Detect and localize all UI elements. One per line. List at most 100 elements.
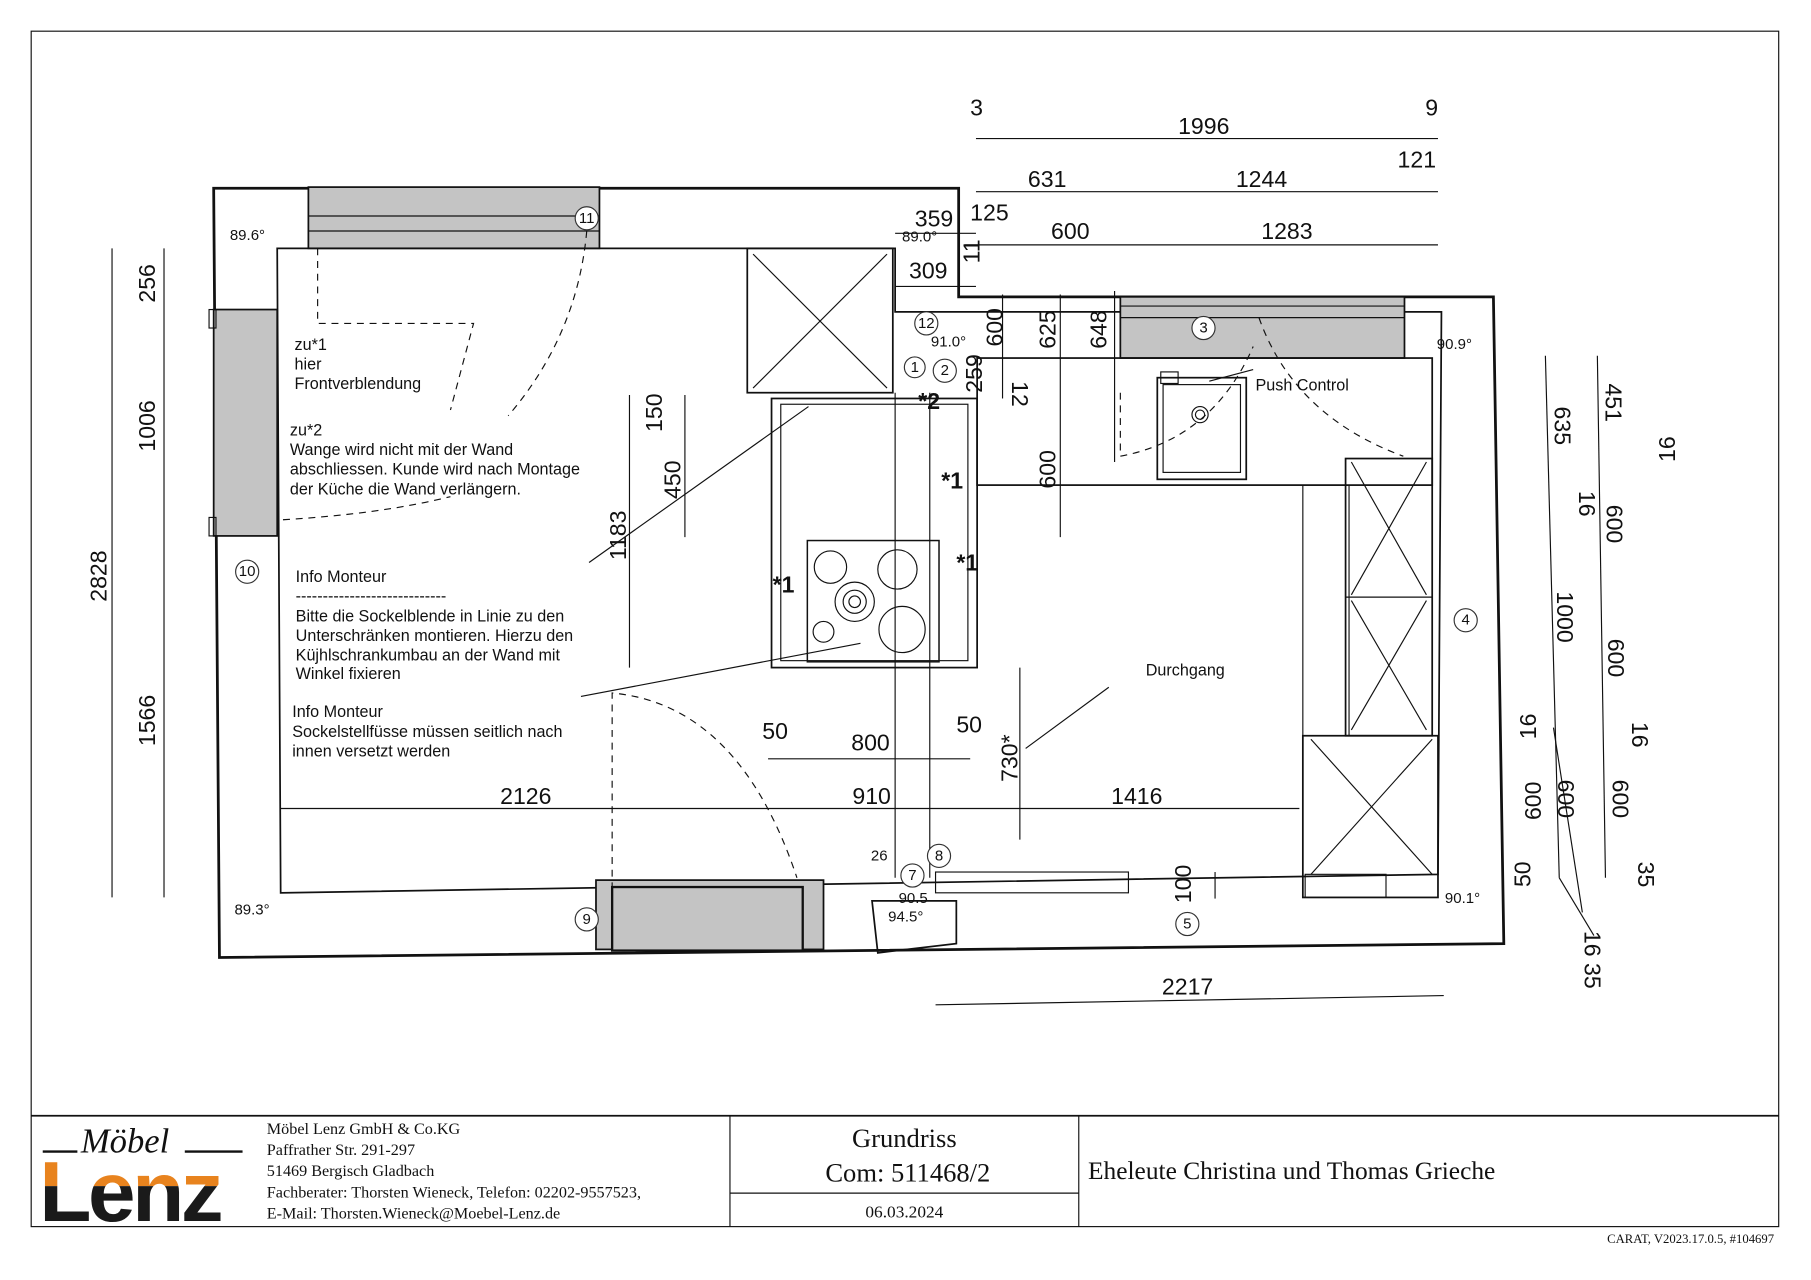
svg-text:zu*1: zu*1 — [295, 336, 327, 354]
dim: 600 — [1520, 782, 1546, 821]
marker: *1 — [941, 468, 963, 494]
dim: 259 — [961, 354, 987, 393]
marker: *2 — [918, 388, 940, 414]
svg-text:Paffrather Str. 291-297: Paffrather Str. 291-297 — [267, 1142, 415, 1159]
dim: 16 — [1515, 714, 1541, 740]
dim: 16 — [1627, 722, 1653, 748]
dim: 600 — [1607, 780, 1633, 819]
svg-text:Fachberater: Thorsten Wieneck,: Fachberater: Thorsten Wieneck, Telefon: … — [267, 1185, 641, 1202]
durchgang-label: Durchgang — [1146, 662, 1225, 680]
position-number: 7 — [908, 867, 916, 884]
dim: 16 — [1574, 491, 1600, 517]
svg-text:----------------------------: ---------------------------- — [296, 588, 447, 606]
dim: 9 — [1425, 95, 1438, 121]
markers: *2 *1 *1 *1 — [773, 388, 979, 598]
dim: 1006 — [134, 400, 160, 451]
dim: 600 — [1051, 218, 1090, 244]
svg-text:Wange wird nicht mit der Wand: Wange wird nicht mit der Wand — [290, 441, 513, 459]
position-number: 1 — [911, 359, 919, 376]
push-control-label: Push Control — [1255, 376, 1348, 394]
position-number: 5 — [1183, 916, 1191, 933]
svg-text:hier: hier — [295, 356, 323, 374]
dim: 16 — [1654, 436, 1680, 462]
position-number: 2 — [941, 362, 949, 379]
dim: 100 — [1170, 865, 1196, 904]
angle: 90.1° — [1445, 890, 1480, 907]
position-number: 11 — [579, 210, 595, 227]
svg-text:Frontverblendung: Frontverblendung — [295, 375, 422, 393]
position-number: 10 — [239, 563, 256, 580]
position-number: 3 — [1199, 320, 1207, 337]
dim: 1000 — [1552, 591, 1578, 642]
dim: 631 — [1028, 166, 1067, 192]
dim: 730* — [997, 734, 1023, 782]
dim: 1996 — [1178, 113, 1229, 139]
faucet-icon — [1160, 371, 1179, 385]
svg-text:Winkel fixieren: Winkel fixieren — [296, 665, 401, 683]
dim: 910 — [852, 783, 891, 809]
svg-text:Möbel Lenz GmbH & Co.KG: Möbel Lenz GmbH & Co.KG — [267, 1121, 461, 1138]
dim: 1566 — [134, 695, 160, 746]
note-zu1: zu*1 hier Frontverblendung — [295, 336, 422, 393]
dim: 94.5° — [888, 909, 923, 926]
svg-text:Bitte die Sockelblende in Lini: Bitte die Sockelblende in Linie zu den — [296, 607, 565, 625]
dim: 16 35 — [1580, 931, 1606, 989]
cabinets — [746, 247, 1439, 899]
dim: 600 — [1603, 639, 1629, 678]
title-block: Möbel Lenz Lenz Möbel Lenz GmbH & Co.KG … — [31, 1114, 1779, 1246]
dim: 1416 — [1111, 783, 1162, 809]
dim: 150 — [641, 393, 667, 432]
company-address: Möbel Lenz GmbH & Co.KG Paffrather Str. … — [267, 1121, 641, 1222]
drawing-date: 06.03.2024 — [865, 1202, 943, 1221]
dim: 2828 — [85, 550, 111, 601]
dim: 648 — [1085, 310, 1111, 349]
dim: 600 — [1035, 450, 1061, 489]
dim: 50 — [956, 711, 982, 737]
dim: 2126 — [500, 783, 551, 809]
hob — [806, 539, 940, 663]
svg-text:Lenz: Lenz — [39, 1145, 221, 1240]
sink-icon — [1156, 376, 1248, 481]
svg-text:zu*2: zu*2 — [290, 421, 322, 439]
angle: 91.0° — [931, 334, 966, 351]
tall-cabinet — [746, 247, 894, 394]
position-number: 12 — [918, 315, 935, 332]
angle: 89.3° — [234, 902, 269, 919]
svg-text:51469 Bergisch Gladbach: 51469 Bergisch Gladbach — [267, 1163, 435, 1180]
svg-text:Info Monteur: Info Monteur — [292, 703, 383, 721]
svg-text:der Küche die Wand verlängern.: der Küche die Wand verlängern. — [290, 480, 521, 498]
company-logo: Möbel Lenz Lenz — [39, 1123, 243, 1240]
base-cabinet-right — [1301, 734, 1439, 899]
angle: 89.6° — [230, 227, 265, 244]
walls — [208, 186, 1506, 959]
marker: *1 — [956, 550, 978, 576]
svg-text:Unterschränken montieren. Hier: Unterschränken montieren. Hierzu den — [296, 627, 573, 645]
dim: 26 — [871, 847, 888, 864]
note-info-monteur-1: Info Monteur ---------------------------… — [296, 568, 573, 683]
dim: 359 — [915, 205, 954, 231]
svg-text:E-Mail: Thorsten.Wieneck@Moebe: E-Mail: Thorsten.Wieneck@Moebel-Lenz.de — [267, 1206, 560, 1223]
cooktop-peninsula — [770, 397, 978, 669]
dimension-lines — [111, 138, 1607, 1006]
angle: 90.9° — [1437, 336, 1472, 353]
dim: 2217 — [1162, 973, 1213, 999]
door-swings — [282, 230, 1404, 890]
dim: 11 — [958, 239, 984, 263]
position-number: 9 — [583, 911, 591, 928]
dim: 600 — [1553, 780, 1579, 819]
note-info-monteur-2: Info Monteur Sockelstellfüsse müssen sei… — [292, 703, 562, 760]
angle: 89.0° — [902, 228, 937, 245]
drawing-title: Grundriss — [852, 1123, 957, 1153]
dim: 625 — [1035, 310, 1061, 349]
dim: 50 — [762, 718, 788, 744]
dim: 1183 — [605, 511, 631, 561]
dim: 1283 — [1261, 218, 1312, 244]
position-number: 8 — [935, 847, 943, 864]
dim: 12 — [1007, 381, 1033, 407]
dim: 635 — [1550, 407, 1576, 446]
svg-text:Lenz: Lenz — [39, 1145, 221, 1240]
dim: 35 — [1633, 862, 1659, 888]
svg-text:Info Monteur: Info Monteur — [296, 568, 387, 586]
dim: 90.5 — [899, 890, 928, 907]
